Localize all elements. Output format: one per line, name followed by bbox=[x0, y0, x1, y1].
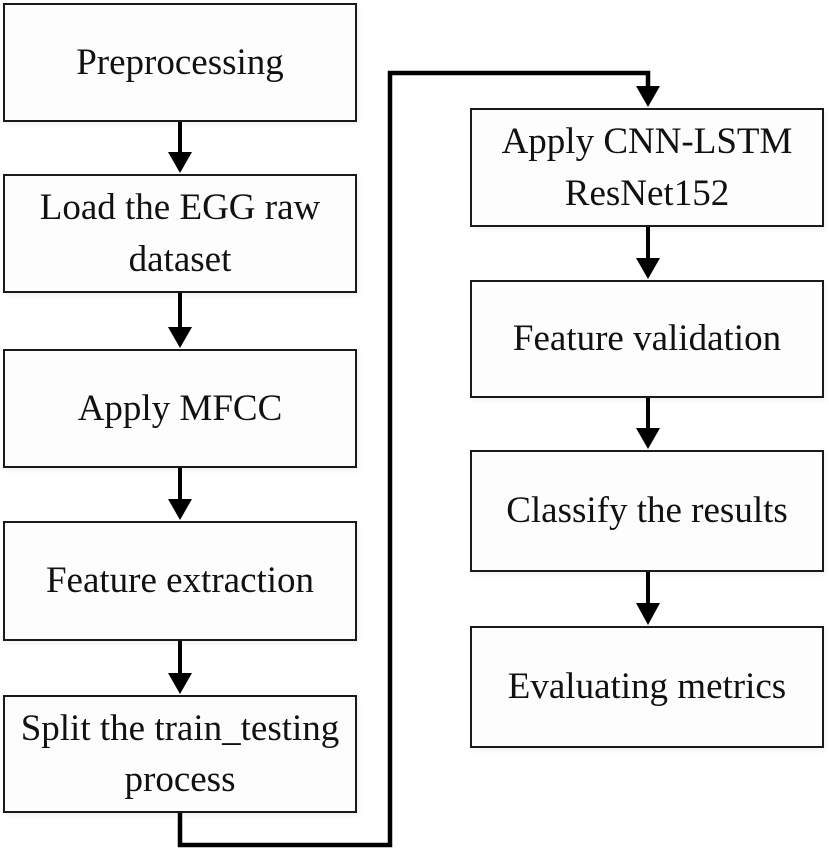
node-label: Load the EGG raw dataset bbox=[39, 187, 321, 280]
node-label: Feature extraction bbox=[45, 560, 315, 602]
node-apply-cnn-lstm-resnet152: Apply CNN-LSTM ResNet152 bbox=[470, 108, 824, 227]
arrow-classify-to-evaluating bbox=[636, 572, 660, 625]
connector-split-to-cnn-lstm bbox=[177, 70, 660, 848]
node-label: Preprocessing bbox=[76, 41, 284, 83]
arrow-load-to-mfcc bbox=[168, 293, 192, 348]
node-split-train-testing: Split the train_testing process bbox=[3, 695, 357, 813]
node-label: Split the train_testing process bbox=[20, 707, 340, 800]
arrow-extraction-to-split bbox=[168, 641, 192, 694]
node-preprocessing: Preprocessing bbox=[3, 3, 357, 122]
node-feature-extraction: Feature extraction bbox=[3, 521, 357, 641]
node-classify-results: Classify the results bbox=[470, 450, 824, 572]
node-label: Apply MFCC bbox=[77, 387, 283, 429]
node-evaluating-metrics: Evaluating metrics bbox=[470, 626, 824, 748]
node-load-egg-raw-dataset: Load the EGG raw dataset bbox=[3, 174, 357, 293]
node-apply-mfcc: Apply MFCC bbox=[3, 349, 357, 468]
node-label: Apply CNN-LSTM ResNet152 bbox=[501, 121, 793, 214]
node-feature-validation: Feature validation bbox=[470, 280, 824, 398]
arrow-validation-to-classify bbox=[636, 398, 660, 449]
arrow-cnn-lstm-to-validation bbox=[636, 227, 660, 279]
node-label: Evaluating metrics bbox=[507, 666, 787, 708]
arrow-preprocessing-to-load bbox=[168, 122, 192, 173]
arrow-mfcc-to-extraction bbox=[168, 468, 192, 520]
node-label: Classify the results bbox=[506, 490, 788, 532]
node-label: Feature validation bbox=[512, 318, 782, 360]
